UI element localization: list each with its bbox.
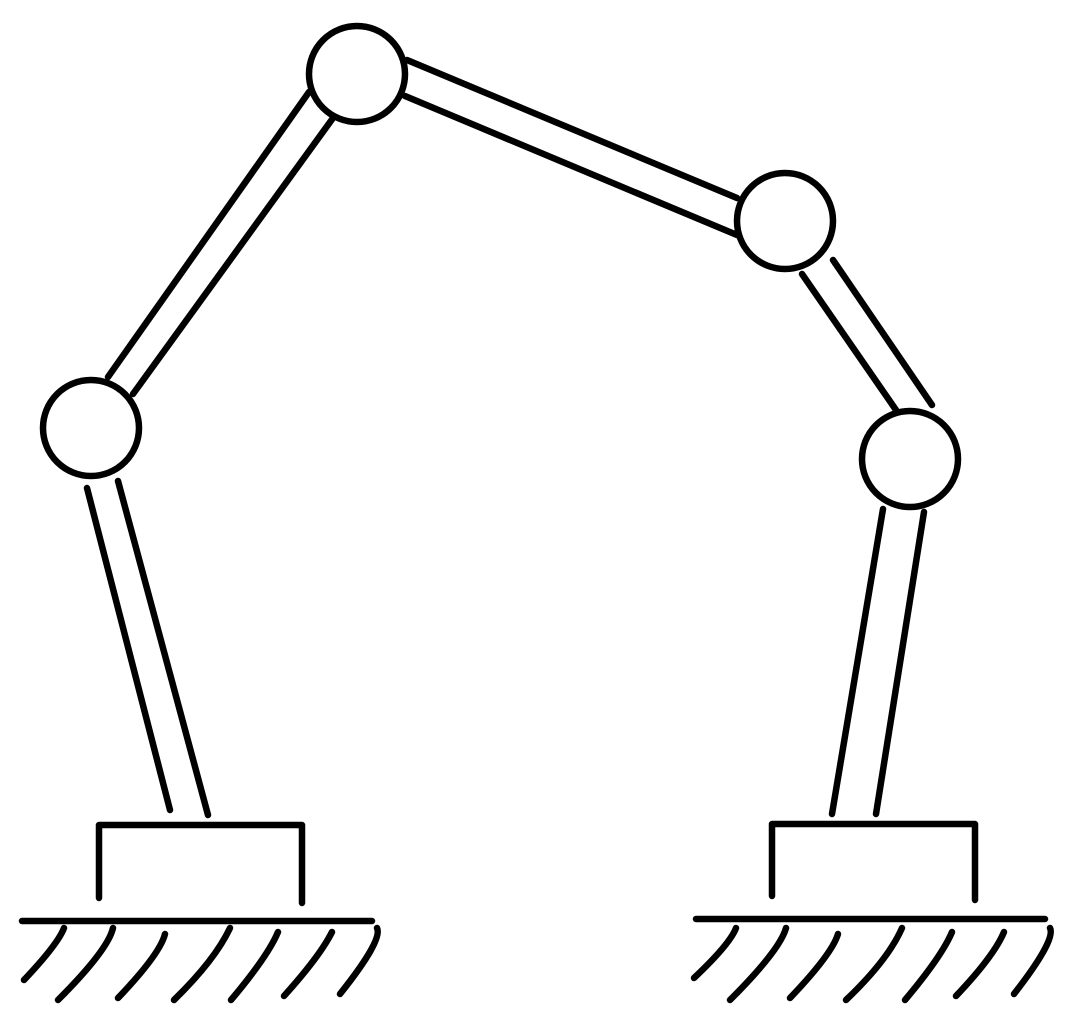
left-upper-link <box>104 88 337 398</box>
right-upper-joint <box>733 169 837 273</box>
top-joint <box>305 22 409 126</box>
left-base-block <box>95 821 306 907</box>
right-lower-link <box>828 505 928 818</box>
top-link <box>401 56 741 239</box>
right-base-block <box>768 820 979 904</box>
left-ground <box>18 917 381 1004</box>
left-lower-link <box>83 477 212 819</box>
right-lower-joint <box>858 407 962 511</box>
left-lower-joint <box>39 376 143 480</box>
right-ground <box>690 915 1054 1004</box>
right-upper-link <box>798 256 936 414</box>
